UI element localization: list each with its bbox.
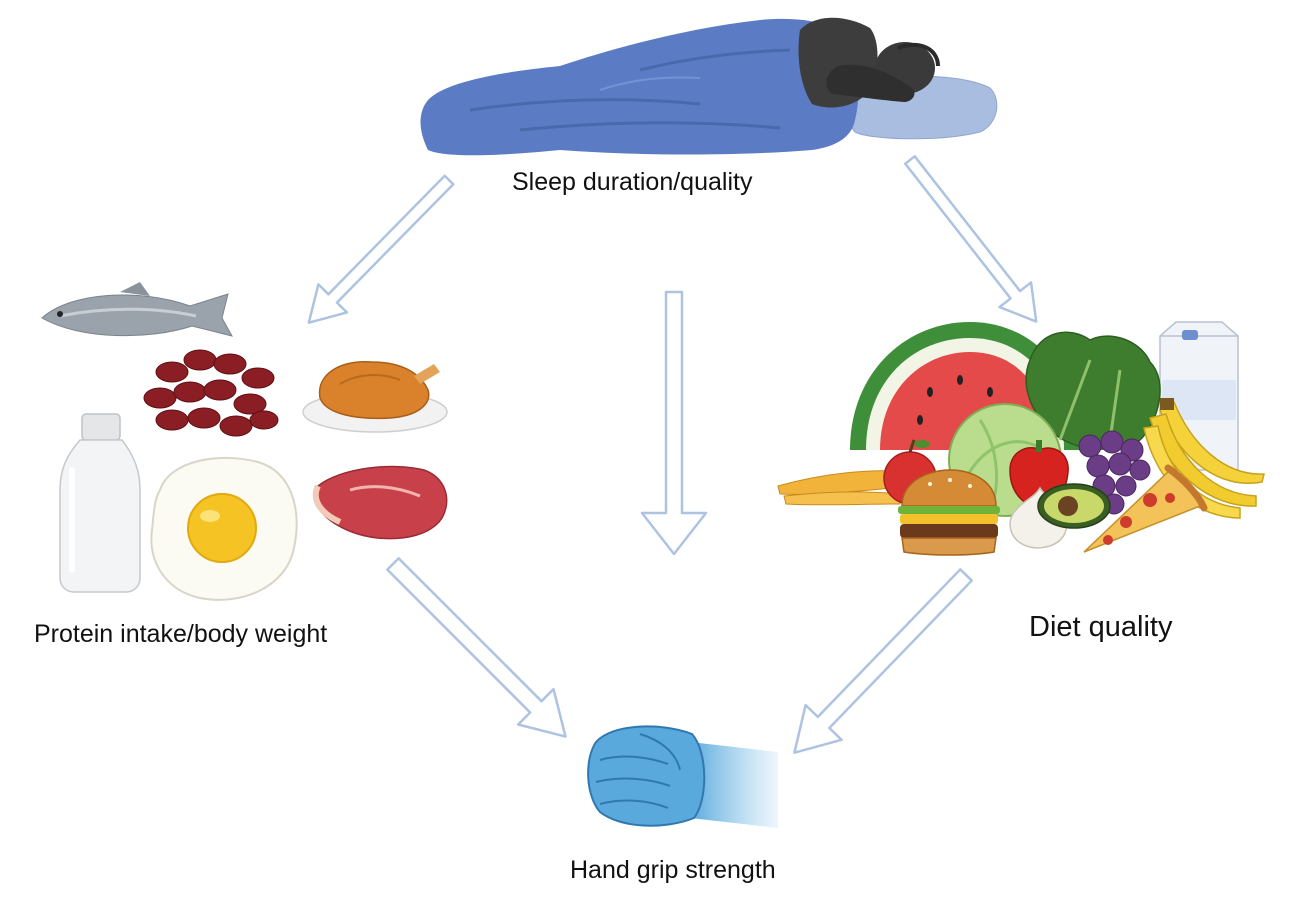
arrow-diet-to-grip [793, 568, 974, 754]
pizza-slice-icon [1083, 464, 1208, 553]
protein-foods-icon [41, 282, 448, 601]
grapes-icon [1078, 430, 1151, 515]
mixed-foods-icon [777, 321, 1265, 556]
fish-icon [41, 282, 233, 337]
arrow-protein-to-grip [386, 557, 567, 738]
sleeping-person-icon [420, 17, 998, 156]
fried-egg-icon [150, 456, 298, 601]
arrow-sleep-to-protein [307, 174, 455, 324]
beans-icon [143, 349, 279, 437]
steak-icon [312, 465, 448, 540]
arrow-sleep-to-diet [904, 155, 1038, 323]
arrow-sleep-to-grip [640, 290, 708, 556]
milk-bottle-icon [59, 413, 141, 593]
burger-icon [898, 469, 1000, 556]
protein-label: Protein intake/body weight [34, 620, 328, 648]
avocado-icon [1037, 483, 1111, 529]
bananas-icon [1143, 398, 1265, 519]
fist-icon [587, 725, 778, 828]
lettuce-icon [1025, 331, 1161, 450]
roast-chicken-icon [302, 361, 448, 433]
sleep-label: Sleep duration/quality [512, 168, 753, 196]
grip-label: Hand grip strength [570, 856, 776, 884]
diet-label: Diet quality [1029, 611, 1173, 643]
